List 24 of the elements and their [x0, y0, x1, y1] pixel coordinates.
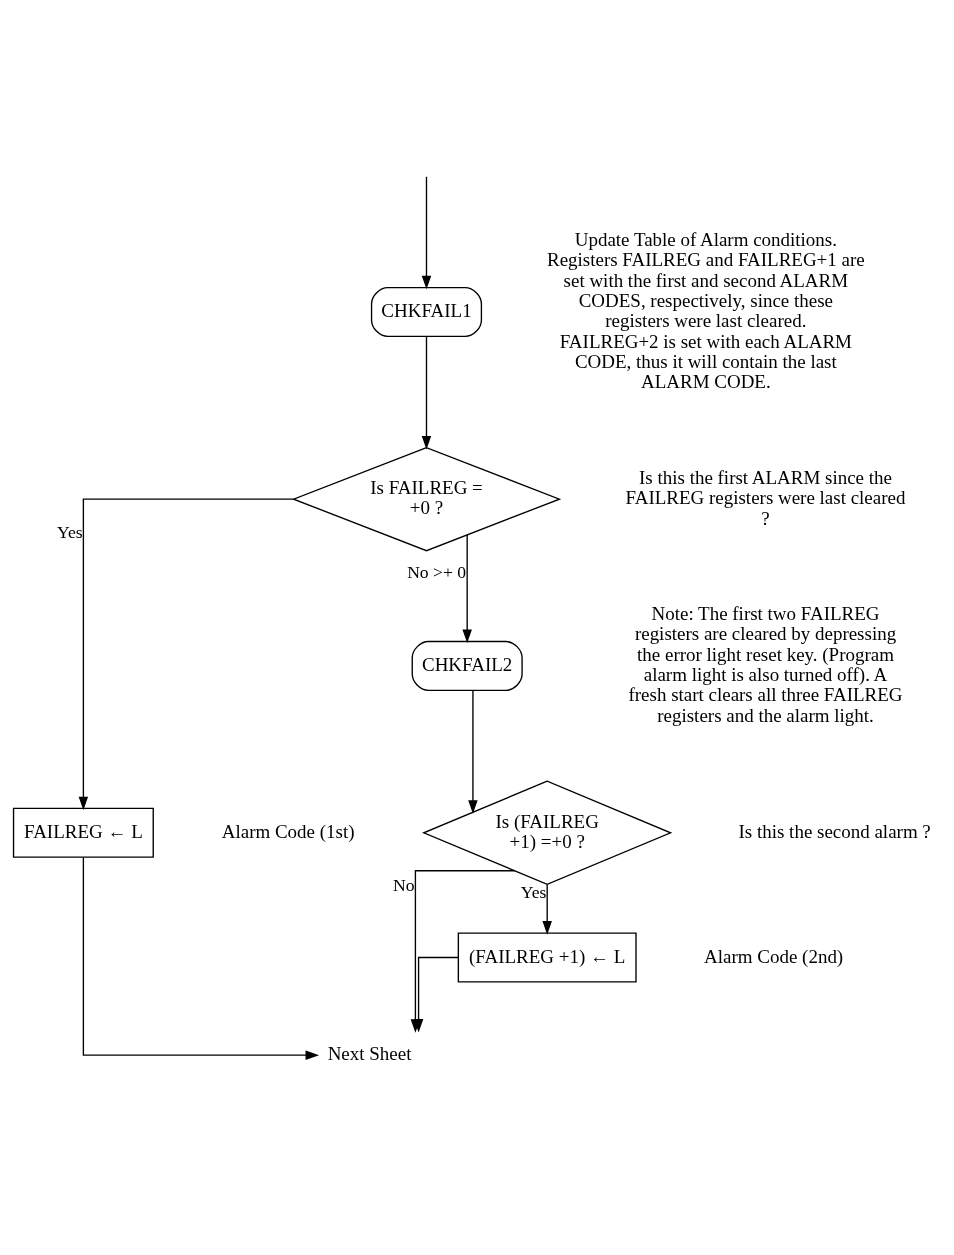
- arrow: [542, 883, 552, 935]
- arrow: [78, 498, 294, 811]
- node-box: FAILREG ← L: [12, 807, 154, 858]
- node-label: Alarm Code (1st): [221, 820, 355, 842]
- node-label: Update Table of Alarm conditions. Registers FAILREG and FAILREG+1 are set with the first and second ALARM CODES, respectively, since these registers were last cleared. FAILREG+2 is set with each ALARM CODE, thus it will contain the last ALARM CODE.: [547, 228, 865, 393]
- arrow: [468, 689, 478, 814]
- node-box: (FAILREG +1) ← L: [457, 932, 637, 983]
- edge-label: No >+ 0: [407, 561, 467, 582]
- arrow: [421, 335, 432, 450]
- node-box: CHKFAIL2: [411, 640, 523, 692]
- label: Note: The first two FAILREG registers are cleared by depressing the error light reset key. (Program alarm light is also turned off). A fresh start clears all three FAILREG registers and the alarm light.: [628, 603, 903, 726]
- node-box: CHKFAIL1: [370, 286, 483, 338]
- edge-label: No: [393, 874, 415, 895]
- node-label: Alarm Code (2nd): [704, 945, 844, 967]
- node-text: Next Sheet: [327, 1043, 412, 1065]
- edge-label: Yes: [57, 522, 83, 543]
- arrow: [413, 956, 459, 1033]
- arrow: [462, 534, 472, 644]
- arrow: [421, 176, 432, 290]
- node-diamond: Is FAILREG = +0 ?: [291, 446, 562, 552]
- node-label: Is this the second alarm ?: [738, 820, 931, 842]
- arrow: [82, 856, 320, 1060]
- node-label: Is this the first ALARM since the FAILREG registers were last cleared ?: [625, 466, 906, 529]
- node-diamond: Is (FAILREG +1) =+0 ?: [422, 780, 673, 886]
